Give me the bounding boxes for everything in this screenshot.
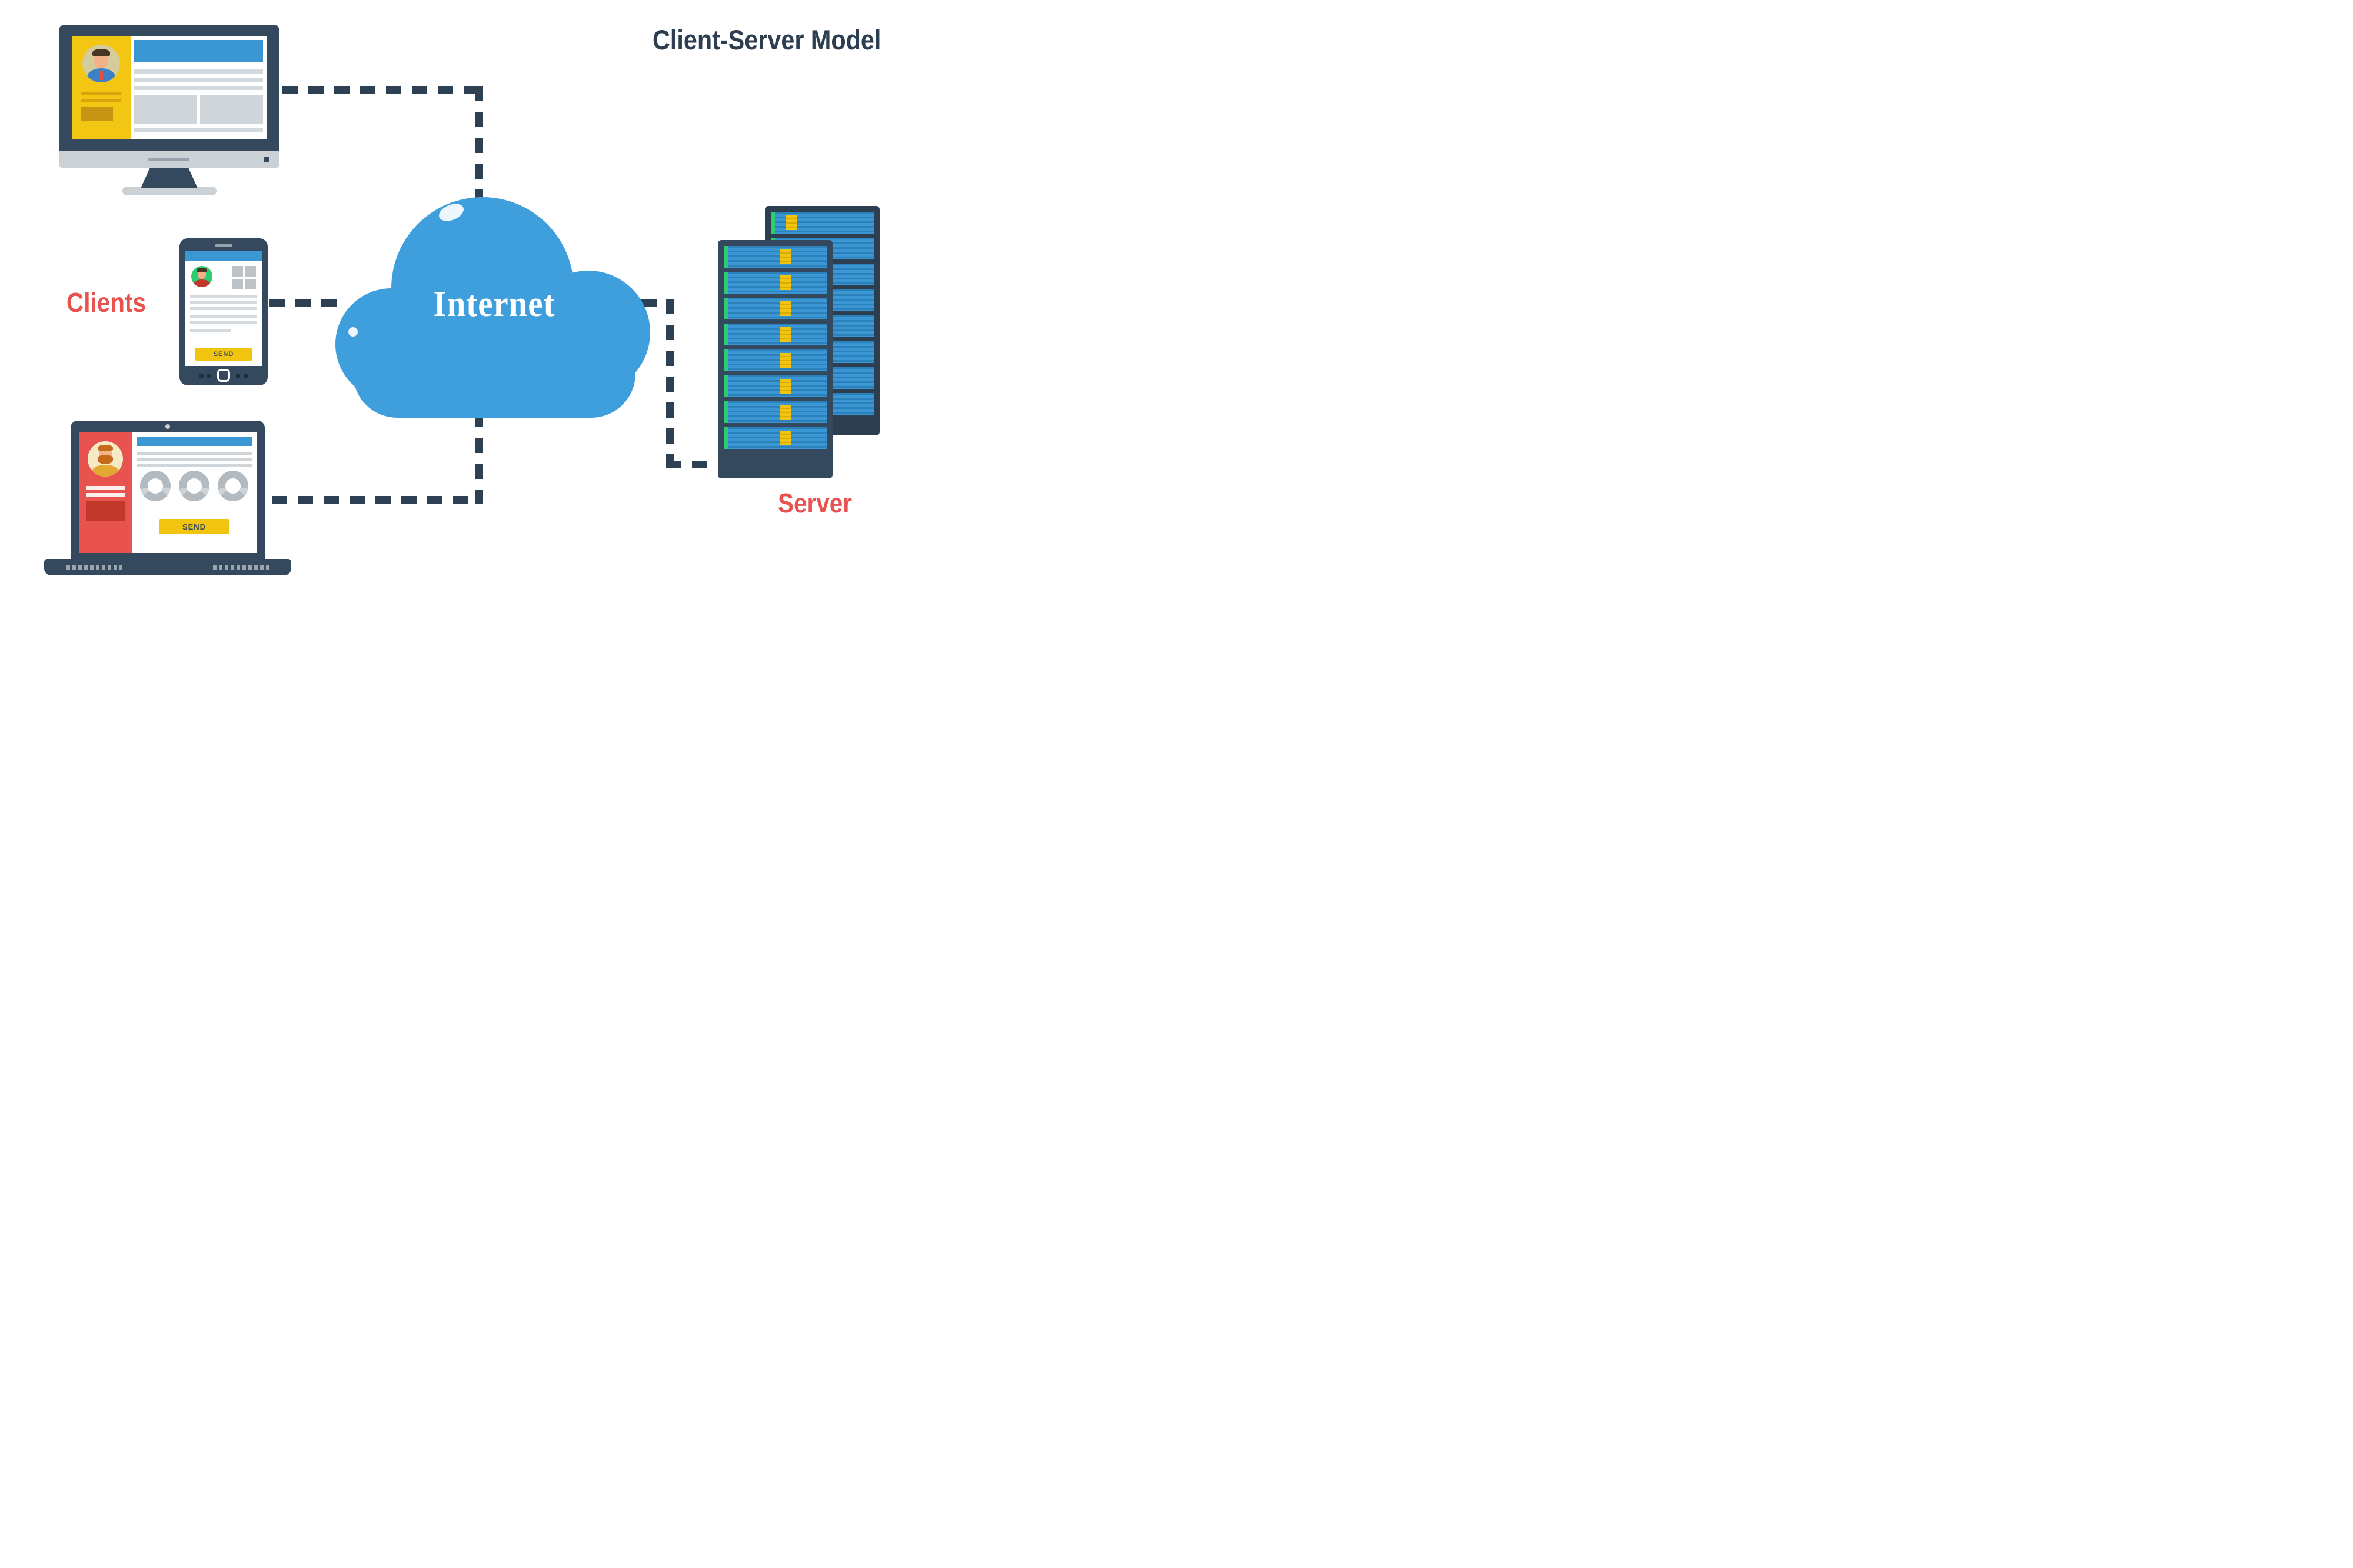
- server-unit: [724, 298, 827, 319]
- connection-laptop-internet-vertical: [475, 412, 483, 504]
- header-bar-placeholder: [137, 437, 252, 446]
- text-line-placeholder: [190, 321, 257, 324]
- server-label: Server: [778, 488, 853, 518]
- text-line-placeholder: [134, 78, 263, 82]
- home-button-icon: [217, 369, 230, 382]
- donut-chart-icon: [179, 471, 209, 501]
- laptop-profile-panel: [79, 432, 132, 553]
- server-unit: [724, 375, 827, 397]
- text-line-placeholder: [190, 307, 257, 310]
- server-unit: [724, 349, 827, 371]
- content-block-placeholder: [200, 95, 263, 124]
- connection-internet-server: [641, 299, 674, 307]
- text-line-placeholder: [81, 92, 121, 95]
- server-unit: [724, 324, 827, 345]
- text-line-placeholder: [190, 315, 257, 318]
- server-unit: [771, 212, 874, 234]
- server-racks: [718, 206, 883, 480]
- grid-menu-icon: [232, 266, 256, 289]
- connection-desktop-internet-vertical: [475, 86, 483, 205]
- laptop: SEND: [44, 421, 291, 575]
- nav-key-icon: [244, 374, 248, 378]
- nav-key-icon: [199, 374, 204, 378]
- server-units: [724, 246, 827, 453]
- user-avatar-icon: [88, 441, 123, 477]
- header-bar-placeholder: [185, 251, 262, 261]
- text-line-placeholder: [190, 329, 231, 332]
- user-avatar-icon: [82, 45, 120, 82]
- laptop-screen-bezel: SEND: [71, 421, 265, 559]
- client-server-diagram: Client-Server Model Clients Server: [0, 0, 915, 610]
- earpiece-icon: [215, 244, 232, 247]
- donut-chart-icon: [218, 471, 248, 501]
- send-button: SEND: [195, 348, 252, 361]
- power-button-icon: [264, 157, 269, 162]
- connection-internet-server-vertical: [666, 299, 674, 468]
- phone-screen: SEND: [185, 251, 262, 366]
- speaker-grille-icon: [148, 158, 189, 161]
- diagram-title: Client-Server Model: [652, 24, 881, 55]
- user-avatar-icon: [191, 266, 212, 287]
- monitor-stand: [141, 168, 198, 188]
- text-line-placeholder: [137, 464, 252, 467]
- keyboard-vent-icon: [213, 565, 269, 570]
- smartphone: SEND: [179, 238, 268, 385]
- text-line-placeholder: [137, 452, 252, 455]
- monitor-chin: [59, 151, 279, 168]
- nav-key-icon: [236, 374, 240, 378]
- text-block-placeholder: [86, 501, 125, 521]
- donut-chart-icon: [140, 471, 171, 501]
- laptop-content-panel: SEND: [132, 432, 257, 553]
- monitor-screen: [72, 36, 267, 139]
- connection-internet-server-end: [666, 461, 722, 468]
- text-line-placeholder: [190, 301, 257, 304]
- text-line-placeholder: [190, 295, 257, 298]
- server-unit: [724, 427, 827, 449]
- cloud-highlight: [345, 241, 394, 290]
- donut-charts: [132, 471, 257, 501]
- text-line-placeholder: [134, 86, 263, 90]
- monitor-bezel: [59, 25, 279, 151]
- content-block-placeholder: [134, 95, 197, 124]
- server-unit: [724, 272, 827, 294]
- monitor-profile-panel: [72, 36, 131, 139]
- monitor-content-panel: [131, 36, 267, 139]
- connection-phone-internet: [269, 299, 347, 307]
- server-rack-front: [718, 240, 833, 478]
- server-unit: [724, 246, 827, 268]
- monitor-base: [122, 187, 217, 195]
- internet-label: Internet: [433, 284, 555, 324]
- text-line-placeholder: [81, 99, 121, 102]
- laptop-base: [44, 559, 291, 575]
- cloud-body: [353, 329, 635, 418]
- connection-laptop-internet: [272, 496, 483, 504]
- nav-key-icon: [207, 374, 211, 378]
- server-unit: [724, 401, 827, 423]
- keyboard-vent-icon: [66, 565, 122, 570]
- text-line-placeholder: [134, 128, 263, 132]
- webcam-icon: [165, 424, 170, 429]
- desktop-computer: [59, 25, 279, 195]
- text-block-placeholder: [81, 107, 113, 121]
- send-button: SEND: [159, 519, 229, 534]
- text-line-placeholder: [137, 458, 252, 461]
- text-line-placeholder: [86, 486, 125, 490]
- connection-desktop-internet: [282, 86, 483, 94]
- text-line-placeholder: [86, 493, 125, 497]
- laptop-screen: SEND: [79, 432, 257, 553]
- cloud-highlight: [348, 327, 358, 337]
- internet-cloud: Internet: [335, 194, 650, 419]
- clients-label: Clients: [66, 287, 146, 318]
- text-line-placeholder: [134, 69, 263, 74]
- header-bar-placeholder: [134, 40, 263, 62]
